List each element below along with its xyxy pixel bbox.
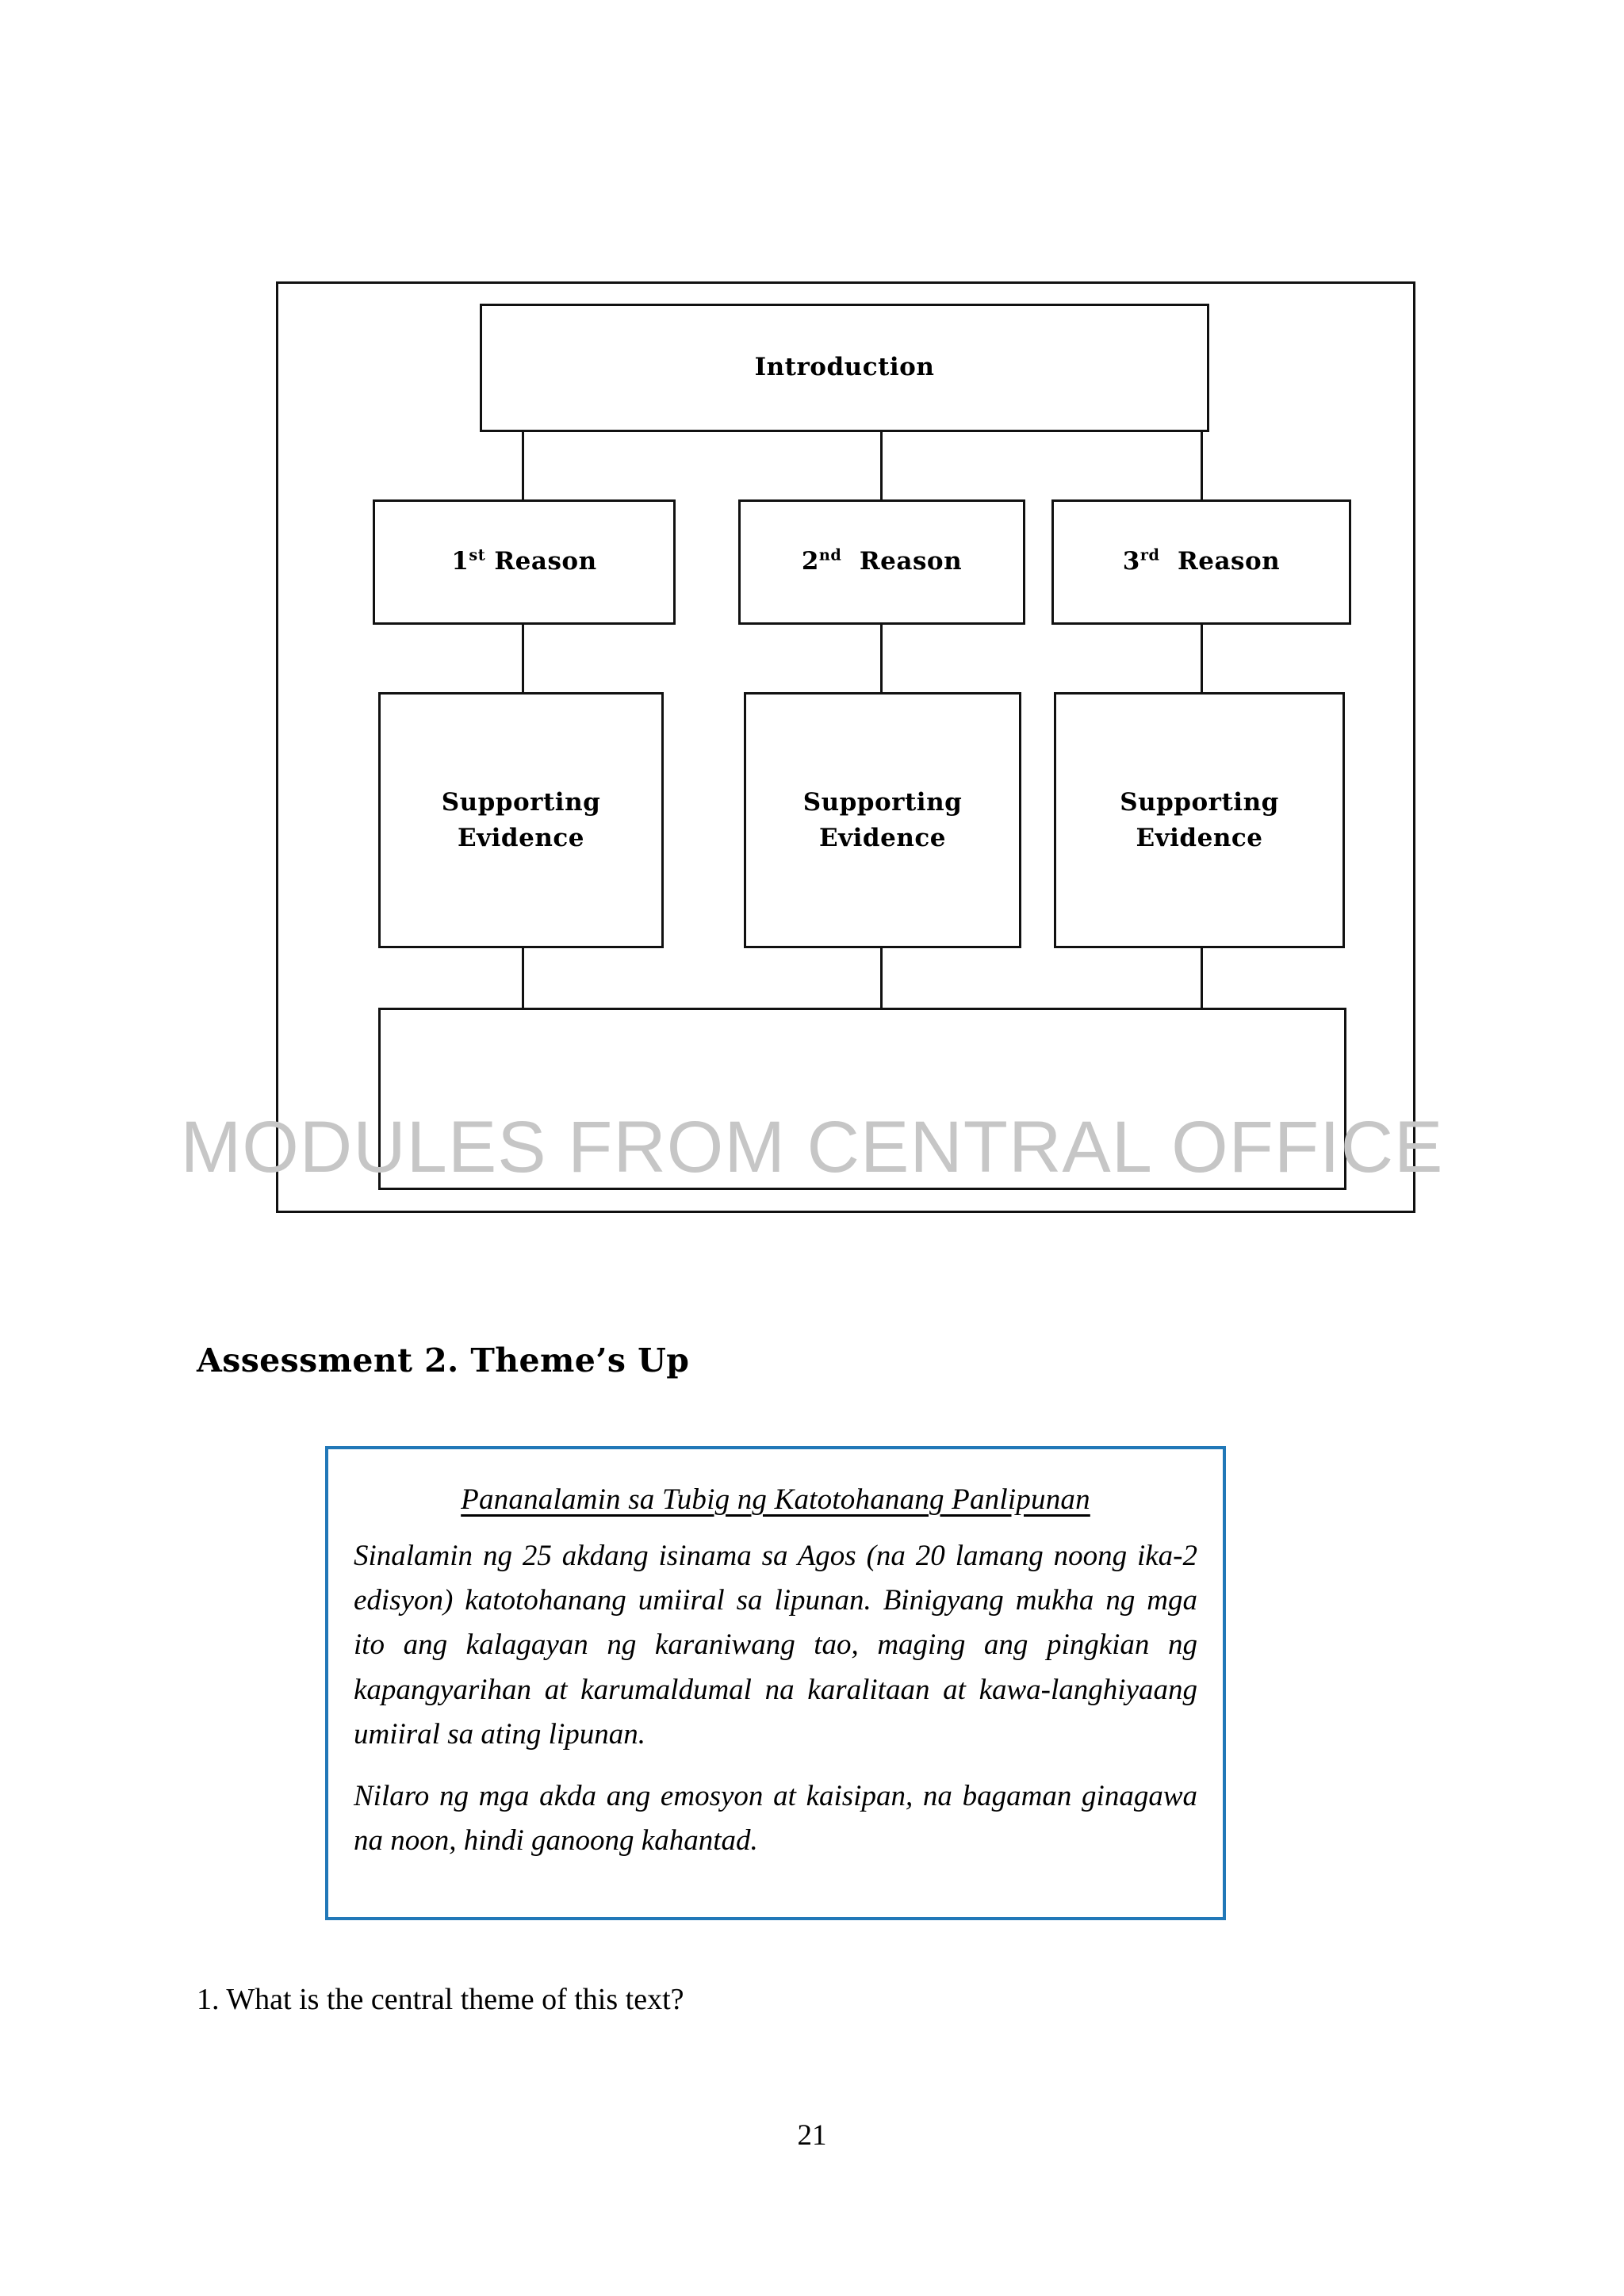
connector-evidence-3-to-conclusion [1201, 947, 1203, 1010]
connector-introduction-to-reason-3 [1201, 430, 1203, 502]
connector-introduction-to-reason-1 [522, 430, 524, 502]
diagram-box-reason-1: 1st Reason [373, 499, 676, 625]
introduction-label: Introduction [754, 353, 935, 382]
passage-paragraph-2: Nilaro ng mga akda ang emosyon at kaisip… [354, 1780, 1197, 1858]
connector-reason-1-to-evidence-1 [522, 623, 524, 695]
connector-evidence-2-to-conclusion [880, 947, 883, 1010]
diagram-box-introduction: Introduction [480, 304, 1209, 432]
reason-2-ordinal-suffix: nd [818, 545, 842, 564]
reason-1-label: 1st Reason [451, 545, 597, 576]
diagram-box-reason-3: 3rd Reason [1051, 499, 1351, 625]
connector-evidence-1-to-conclusion [522, 947, 524, 1010]
connector-reason-3-to-evidence-3 [1201, 623, 1203, 695]
passage-title: Pananalamin sa Tubig ng Katotohanang Pan… [461, 1483, 1090, 1516]
page-number: 21 [797, 2119, 827, 2152]
assessment-heading: Assessment 2. Theme’s Up [197, 1341, 690, 1380]
reason-1-ordinal-suffix: st [469, 545, 486, 564]
passage-box: Pananalamin sa Tubig ng Katotohanang Pan… [325, 1446, 1226, 1920]
connector-introduction-to-reason-2 [880, 430, 883, 502]
reason-2-label: 2nd Reason [801, 545, 963, 576]
reason-3-ordinal-suffix: rd [1139, 545, 1160, 564]
diagram-box-reason-2: 2nd Reason [738, 499, 1025, 625]
essay-structure-diagram: Introduction 1st Reason 2nd Reason 3rd R… [276, 281, 1415, 1213]
connector-reason-2-to-evidence-2 [880, 623, 883, 695]
diagram-box-conclusion [378, 1008, 1346, 1190]
reason-3-label: 3rd Reason [1122, 545, 1281, 576]
passage-paragraph-1: Sinalamin ng 25 akdang isinama sa Agos (… [354, 1540, 1197, 1751]
question-1: 1. What is the central theme of this tex… [197, 1983, 684, 2016]
